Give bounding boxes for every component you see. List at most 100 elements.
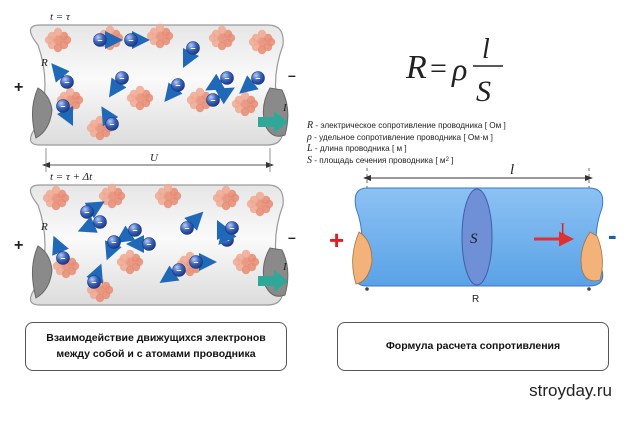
svg-text:–: – bbox=[146, 239, 151, 249]
svg-text:–: – bbox=[255, 73, 260, 83]
voltage-label: U bbox=[150, 152, 159, 164]
electron-icon: – bbox=[206, 87, 235, 107]
svg-text:–: – bbox=[60, 101, 65, 111]
svg-text:–: – bbox=[176, 265, 181, 275]
electron-icon: – bbox=[80, 201, 105, 219]
legend-item-length: L - длина проводника [ м ] bbox=[307, 143, 407, 154]
electron-icon: – bbox=[182, 41, 200, 69]
svg-text:–: – bbox=[193, 257, 198, 267]
conductor-length-label: l bbox=[510, 162, 514, 178]
cross-section-label: S bbox=[470, 231, 478, 247]
legend-item-resistance: R - электрическое сопротивление проводни… bbox=[307, 120, 506, 131]
conductor-current-label: I bbox=[560, 221, 565, 238]
svg-text:–: – bbox=[224, 73, 229, 83]
conductor-right-end bbox=[580, 231, 603, 282]
top-r-label: R bbox=[40, 57, 48, 69]
electron-icon: – bbox=[189, 253, 217, 271]
caption-resistance-formula: Формула расчета сопротивления bbox=[337, 322, 609, 371]
site-watermark: stroyday.ru bbox=[529, 381, 612, 400]
bottom-current-arrow-icon bbox=[258, 270, 288, 292]
svg-text:–: – bbox=[84, 207, 89, 217]
top-conductor-tube bbox=[29, 24, 284, 146]
formula-lhs: R bbox=[405, 49, 427, 86]
svg-text:–: – bbox=[184, 223, 189, 233]
bottom-conductor-tube bbox=[29, 184, 284, 306]
electron-icon: – bbox=[77, 215, 107, 233]
svg-text:–: – bbox=[128, 35, 133, 45]
electron-icon: – bbox=[218, 221, 239, 246]
conductor-plus-sign: + bbox=[329, 225, 344, 255]
formula-rho: ρ bbox=[451, 51, 467, 87]
electron-icon: – bbox=[239, 71, 265, 94]
atom-icon bbox=[232, 249, 260, 275]
formula-equals: = bbox=[430, 52, 447, 85]
top-current-arrow-icon bbox=[258, 111, 288, 133]
electron-icon: – bbox=[124, 31, 150, 49]
atom-icon bbox=[248, 29, 276, 55]
svg-text:–: – bbox=[109, 119, 114, 129]
top-time-label: t = τ bbox=[50, 11, 71, 23]
bottom-minus-sign: – bbox=[288, 229, 296, 245]
bottom-r-label: R bbox=[40, 221, 48, 233]
electron-icon: – bbox=[205, 71, 234, 91]
electron-icon: – bbox=[109, 71, 129, 98]
bottom-left-end-cap bbox=[32, 245, 53, 299]
bottom-electrons: –––––––––––– bbox=[52, 201, 239, 289]
svg-text:–: – bbox=[97, 35, 102, 45]
svg-text:–: – bbox=[175, 80, 180, 90]
bottom-time-label: t = τ + Δt bbox=[50, 171, 93, 183]
electron-icon: – bbox=[86, 263, 104, 289]
svg-text:–: – bbox=[132, 225, 137, 235]
atom-icon bbox=[146, 23, 174, 49]
svg-text:–: – bbox=[91, 277, 96, 287]
top-atoms bbox=[44, 23, 276, 141]
top-current-label: I bbox=[282, 102, 288, 114]
top-left-end-cap bbox=[32, 87, 53, 139]
resistance-conductor: l S I + - R bbox=[329, 162, 617, 305]
caption-electron-interaction: Взаимодействие движущихся электронов меж… bbox=[25, 322, 287, 371]
formula-numerator: l bbox=[482, 34, 490, 65]
resistance-formula: R = ρ l S bbox=[405, 34, 503, 108]
atom-icon bbox=[44, 27, 72, 53]
atom-icon bbox=[116, 249, 144, 275]
left-terminal-dot bbox=[365, 287, 369, 291]
atom-icon bbox=[154, 183, 182, 209]
svg-text:–: – bbox=[229, 223, 234, 233]
electron-icon: – bbox=[104, 235, 122, 261]
atom-icon bbox=[208, 25, 236, 51]
atom-icon bbox=[246, 191, 274, 217]
electron-icon: – bbox=[159, 263, 186, 283]
conductor-minus-sign: - bbox=[608, 220, 617, 250]
legend-item-area: S - площадь сечения проводника [ м2 ] bbox=[307, 154, 454, 166]
electron-icon: – bbox=[180, 211, 204, 235]
bottom-current-label: I bbox=[282, 261, 288, 273]
electron-icon: – bbox=[51, 63, 74, 89]
electron-icon: – bbox=[93, 31, 123, 49]
legend-item-resistivity: ρ - удельное сопротивление проводника [ … bbox=[307, 131, 493, 143]
svg-text:–: – bbox=[64, 77, 69, 87]
electron-icon: – bbox=[56, 99, 74, 127]
svg-text:–: – bbox=[210, 95, 215, 105]
atom-icon bbox=[126, 85, 154, 111]
formula-legend: R - электрическое сопротивление проводни… bbox=[307, 120, 506, 166]
top-plus-sign: + bbox=[14, 79, 23, 96]
formula-denominator: S bbox=[476, 75, 491, 108]
electron-icon: – bbox=[101, 106, 119, 131]
svg-text:–: – bbox=[60, 253, 65, 263]
bottom-conductor-panel: –––––––––––– t = τ + Δt R + – I bbox=[14, 171, 296, 306]
conductor-resistance-label: R bbox=[472, 294, 479, 305]
cross-section-ellipse bbox=[461, 188, 493, 286]
bottom-plus-sign: + bbox=[14, 237, 23, 254]
svg-text:–: – bbox=[97, 217, 102, 227]
atom-icon bbox=[42, 185, 70, 211]
top-electrons: – – – – – – – – – – – bbox=[51, 31, 265, 131]
top-conductor-panel: – – – – – – – – – – – t = τ R + – I bbox=[14, 11, 296, 146]
atom-icon bbox=[231, 91, 259, 117]
atom-icon bbox=[212, 185, 240, 211]
voltage-indicator: U bbox=[42, 148, 274, 172]
conductor-left-end bbox=[352, 231, 373, 285]
electron-icon: – bbox=[52, 235, 70, 265]
electron-icon: – bbox=[126, 235, 156, 253]
electron-icon: – bbox=[164, 78, 185, 103]
